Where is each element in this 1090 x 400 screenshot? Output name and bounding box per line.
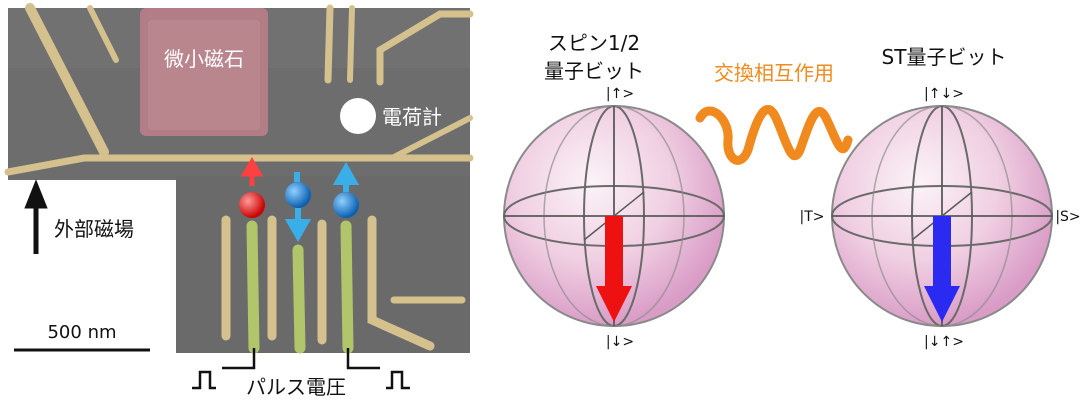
exchange-label: 交換相互作用 [714,61,834,85]
electrode-right [389,115,473,161]
electrode-top-1 [324,4,334,84]
magnet-label: 微小磁石 [164,47,244,71]
spin-blue-up [332,161,360,218]
micro-magnet-highlight [148,20,260,130]
field-arrow [24,179,48,254]
spin-vector-left-head [596,286,632,322]
gate-outer-4 [367,215,435,351]
st-qubit: ST量子ビット |↑↓> |T> |S> |↓↑> [800,45,1081,350]
scale-bar-label: 500 nm [47,322,116,343]
spin-red-arrow [240,157,264,186]
electrodes [4,3,474,351]
spin-vector-left-shaft [605,216,623,288]
spin-vector-left [596,216,632,322]
pulse-shape-left [192,370,216,390]
spin-blue-down-arrow [284,208,312,243]
spin-qubit-title-line1: スピン1/2 [548,31,640,55]
micrograph: 微小磁石 電荷計 外部磁場 500 nm パ [4,3,474,399]
spin-vector-right [924,216,960,322]
spin-qubit-top-state: |↑> [606,86,634,102]
field-label: 外部磁場 [54,217,134,241]
pulse-shape-right [386,370,410,390]
pulse-gates [246,220,354,354]
spin-blue-up-ball [333,192,359,218]
spin-red [239,157,265,218]
electrode-left-thin [87,5,119,63]
spin-blue-up-arrow [332,161,360,192]
exchange-interaction: 交換相互作用 [695,61,853,165]
spin-vector-right-head [924,286,960,322]
charge-sensor-dot [340,98,376,134]
pulse-gate-2 [292,244,306,354]
charge-sensor-label: 電荷計 [382,105,442,129]
spin-red-ball [239,192,265,218]
st-qubit-title: ST量子ビット [882,45,1007,69]
spin-blue-down-ball [285,182,311,208]
spin-qubit-title-line2: 量子ビット [544,59,644,83]
st-qubit-left-state: |T> [800,209,825,225]
spin-qubit-bottom-state: |↓> [606,334,634,350]
st-qubit-right-state: |S> [1055,209,1080,225]
spin-vector-right-shaft [933,216,951,288]
pulse-gate-1 [246,220,260,354]
electrode-left-diagonal [25,3,109,157]
spin-blue-down [284,172,312,243]
electrode-horizontal [4,154,474,176]
pulse-gate-3 [340,220,354,354]
exchange-wave [695,105,853,165]
spin-blue-down-tail [294,172,300,182]
pulse-lines [192,348,410,390]
pulse-wire-right [346,348,380,370]
electrode-top-right [376,10,474,86]
pulse-wire-left [222,348,256,370]
st-qubit-top-state: |↑↓> [924,86,964,102]
pulse-label: パルス電圧 [246,375,346,399]
spin-qubit: スピン1/2 量子ビット |↑> |↓> [503,31,725,350]
micro-magnet [140,8,268,136]
st-qubit-bottom-state: |↓↑> [924,334,964,350]
electrode-top-2 [347,5,355,83]
